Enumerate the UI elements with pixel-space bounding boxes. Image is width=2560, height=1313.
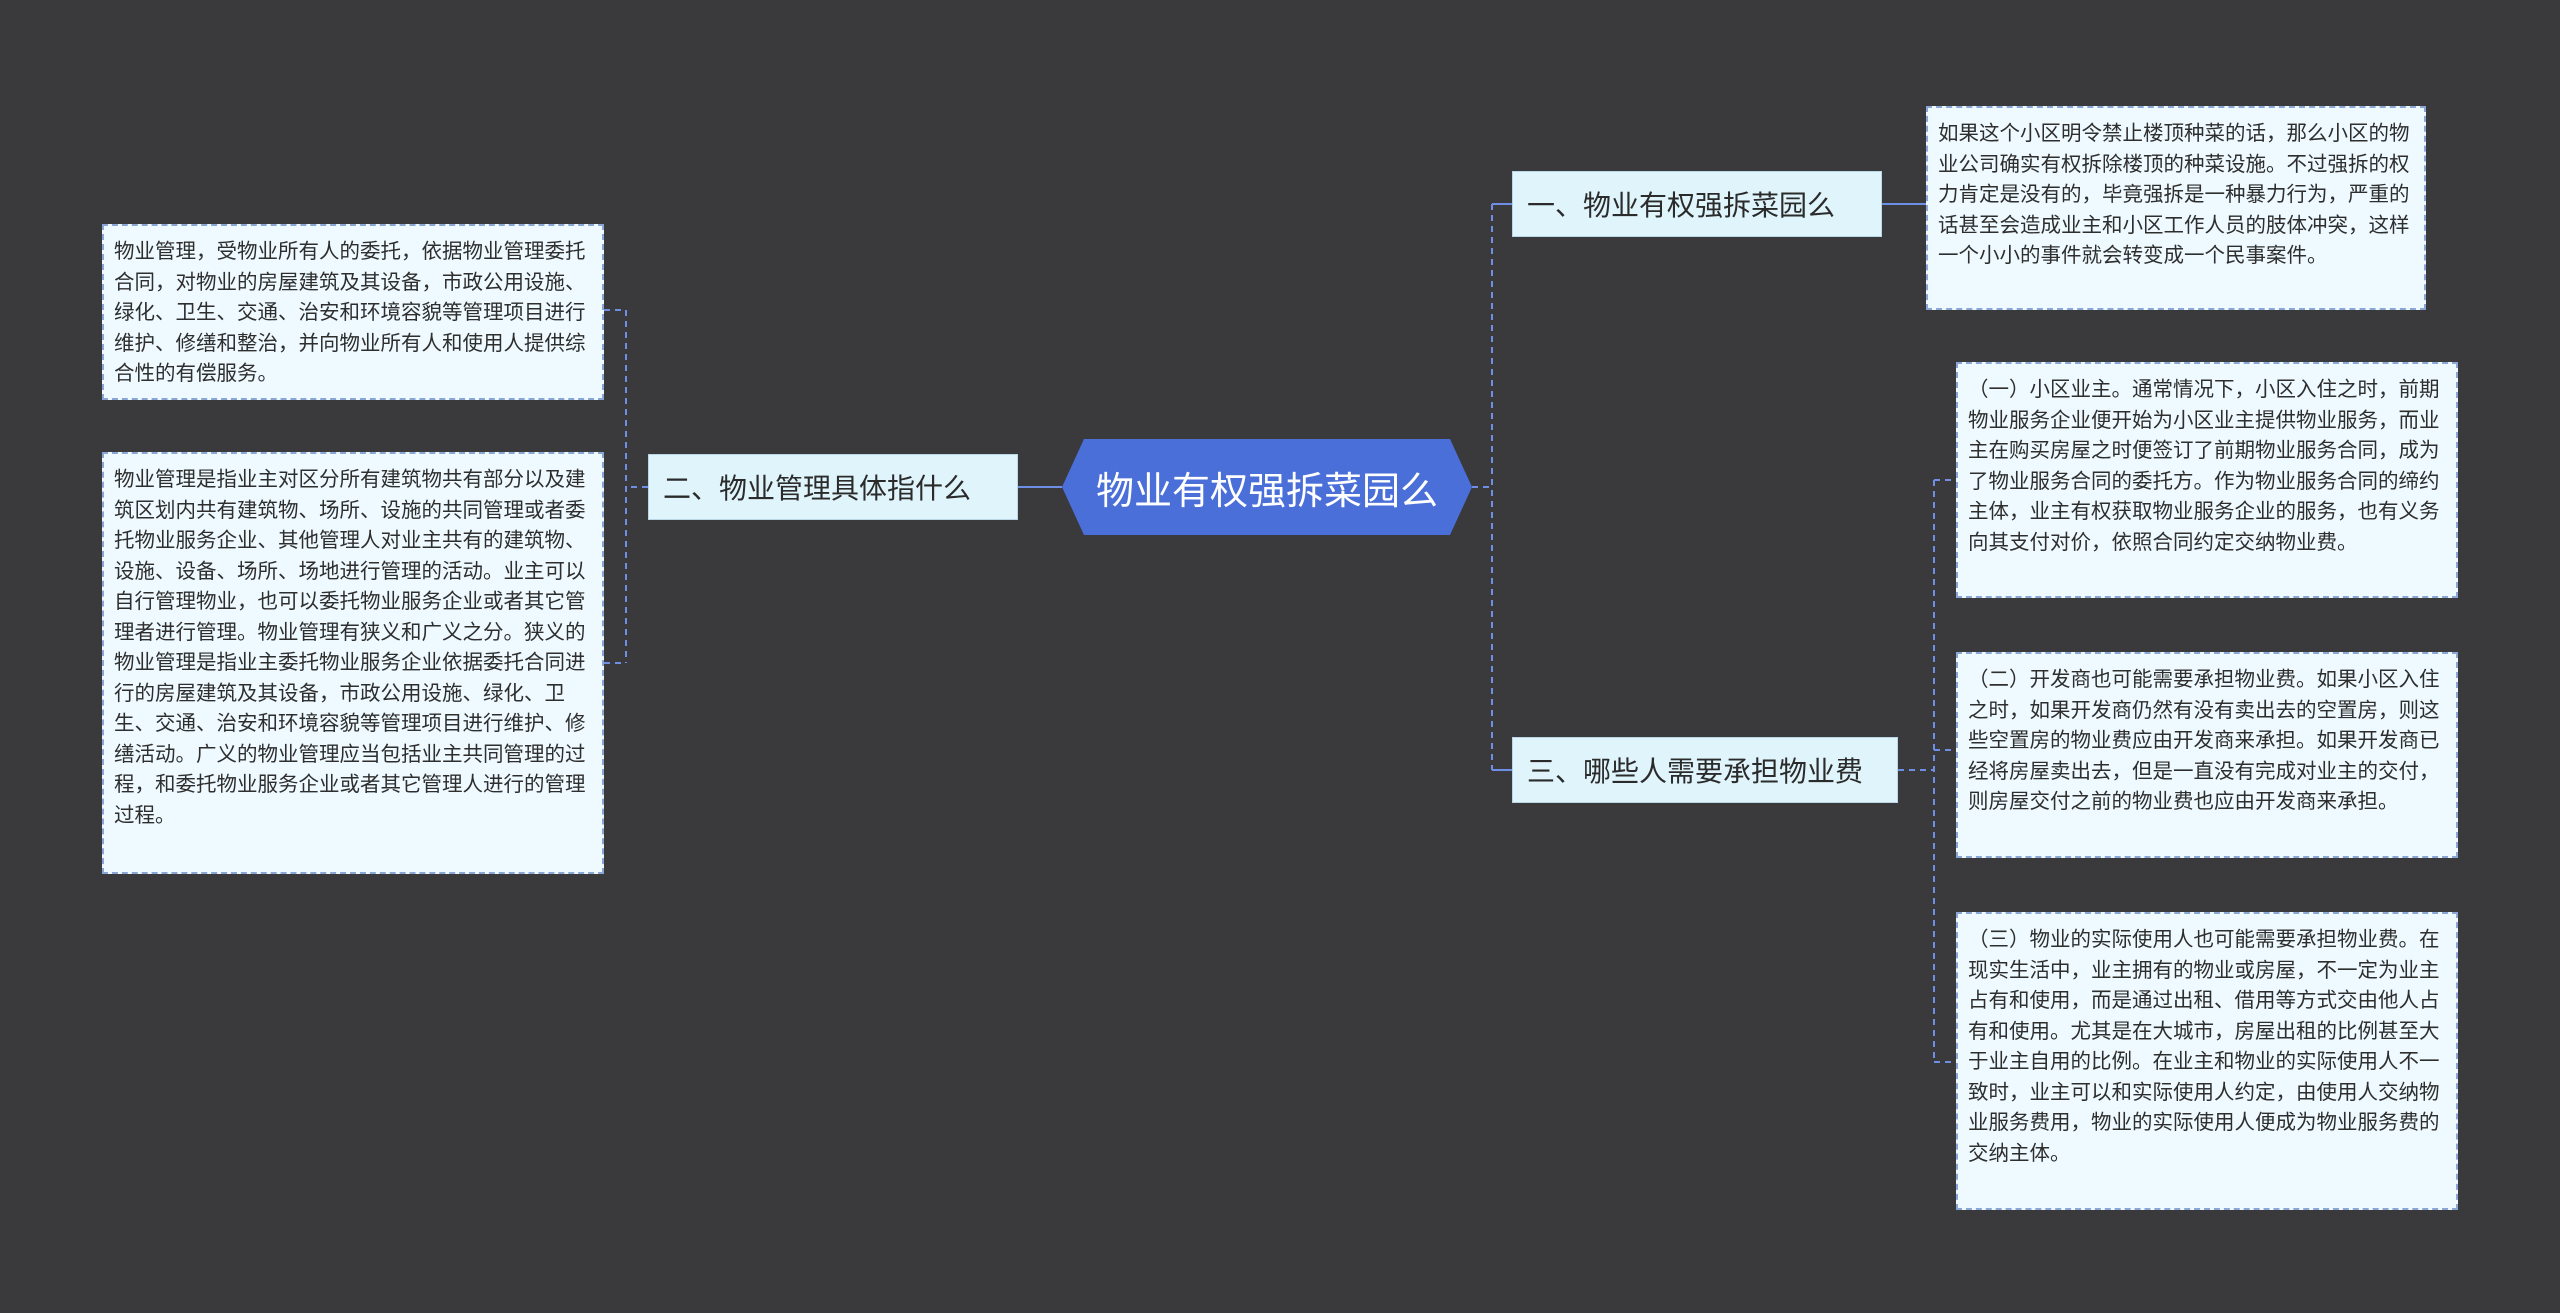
leaf-topic-3-1[interactable]: （一）小区业主。通常情况下，小区入住之时，前期物业服务企业便开始为小区业主提供物… bbox=[1956, 362, 2458, 598]
leaf-topic-3-1-text: （一）小区业主。通常情况下，小区入住之时，前期物业服务企业便开始为小区业主提供物… bbox=[1968, 377, 2440, 554]
leaf-topic-1-1[interactable]: 如果这个小区明令禁止楼顶种菜的话，那么小区的物业公司确实有权拆除楼顶的种菜设施。… bbox=[1926, 106, 2426, 310]
branch-topic-3-label: 三、哪些人需要承担物业费 bbox=[1527, 755, 1864, 788]
leaf-topic-2-2[interactable]: 物业管理是指业主对区分所有建筑物共有部分以及建筑区划内共有建筑物、场所、设施的共… bbox=[102, 452, 604, 874]
leaf-topic-3-3[interactable]: （三）物业的实际使用人也可能需要承担物业费。在现实生活中，业主拥有的物业或房屋，… bbox=[1956, 912, 2458, 1210]
branch-topic-3[interactable]: 三、哪些人需要承担物业费 bbox=[1512, 737, 1898, 803]
leaf-topic-3-2-text: （二）开发商也可能需要承担物业费。如果小区入住之时，如果开发商仍然有没有卖出去的… bbox=[1968, 667, 2440, 813]
link-root-right-trunk bbox=[1472, 204, 1493, 770]
leaf-topic-2-1-text: 物业管理，受物业所有人的委托，依据物业管理委托合同，对物业的房屋建筑及其设备，市… bbox=[114, 239, 586, 385]
root-topic-label: 物业有权强拆菜园么 bbox=[1095, 468, 1438, 513]
link-branch-2-leaves bbox=[604, 309, 648, 664]
leaf-topic-2-2-text: 物业管理是指业主对区分所有建筑物共有部分以及建筑区划内共有建筑物、场所、设施的共… bbox=[114, 467, 586, 827]
branch-topic-2[interactable]: 二、物业管理具体指什么 bbox=[648, 454, 1018, 520]
root-topic[interactable]: 物业有权强拆菜园么 bbox=[1062, 439, 1472, 535]
branch-topic-2-label: 二、物业管理具体指什么 bbox=[663, 472, 972, 505]
leaf-topic-1-1-text: 如果这个小区明令禁止楼顶种菜的话，那么小区的物业公司确实有权拆除楼顶的种菜设施。… bbox=[1938, 121, 2410, 267]
leaf-topic-2-1[interactable]: 物业管理，受物业所有人的委托，依据物业管理委托合同，对物业的房屋建筑及其设备，市… bbox=[102, 224, 604, 400]
branch-topic-1-label: 一、物业有权强拆菜园么 bbox=[1527, 189, 1836, 222]
leaf-topic-3-2[interactable]: （二）开发商也可能需要承担物业费。如果小区入住之时，如果开发商仍然有没有卖出去的… bbox=[1956, 652, 2458, 858]
branch-topic-1[interactable]: 一、物业有权强拆菜园么 bbox=[1512, 171, 1882, 237]
link-branch-3-leaves bbox=[1898, 479, 1956, 1063]
leaf-topic-3-3-text: （三）物业的实际使用人也可能需要承担物业费。在现实生活中，业主拥有的物业或房屋，… bbox=[1968, 927, 2440, 1165]
